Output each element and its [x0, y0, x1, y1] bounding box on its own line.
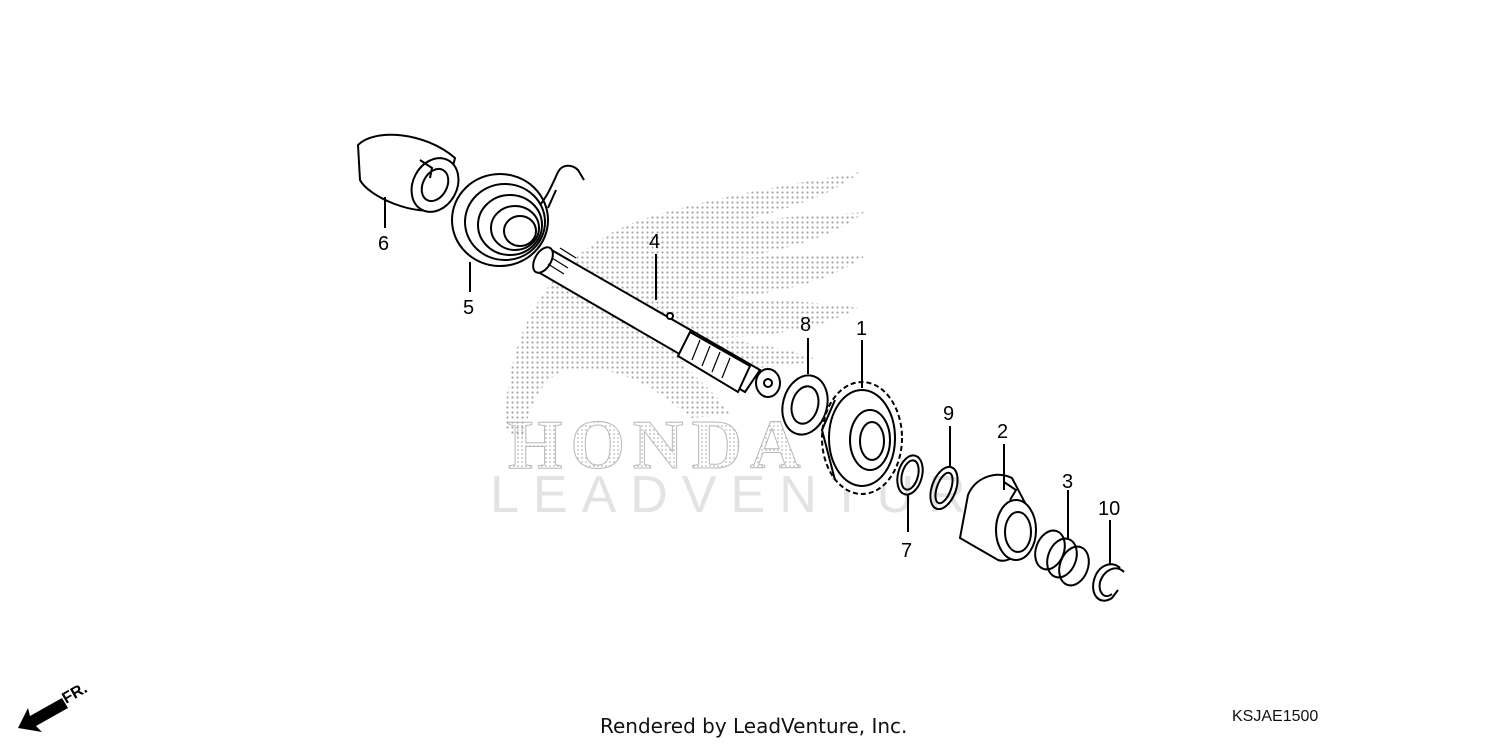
callout-2: 2 — [997, 421, 1008, 443]
part-10-circlip — [1092, 563, 1125, 602]
callout-9: 9 — [943, 403, 954, 425]
callout-5: 5 — [463, 297, 474, 319]
part-9-ring — [929, 465, 959, 511]
part-8-washer — [781, 374, 829, 436]
callout-1: 1 — [856, 318, 867, 340]
watermark-brand: HONDA — [508, 407, 809, 484]
callout-10: 10 — [1098, 498, 1120, 520]
front-direction-arrow-icon: FR. — [18, 680, 90, 732]
callout-8: 8 — [800, 314, 811, 336]
part-5-spring — [451, 164, 585, 267]
part-4-spindle — [532, 246, 781, 398]
watermark-company: LEADVENTURE — [490, 466, 1028, 524]
part-7-ring — [896, 454, 924, 496]
callout-7: 7 — [901, 540, 912, 562]
callout-4: 4 — [649, 231, 660, 253]
callout-6: 6 — [378, 233, 389, 255]
callout-3: 3 — [1062, 471, 1073, 493]
part-3-spring — [1034, 529, 1090, 587]
honda-wing-watermark-icon — [505, 172, 865, 440]
part-1-gear — [820, 381, 903, 495]
diagram-code: KSJAE1500 — [1232, 708, 1319, 725]
part-2-ratchet — [958, 473, 1037, 562]
part-6-sleeve — [356, 133, 460, 213]
render-credit: Rendered by LeadVenture, Inc. — [600, 714, 908, 738]
